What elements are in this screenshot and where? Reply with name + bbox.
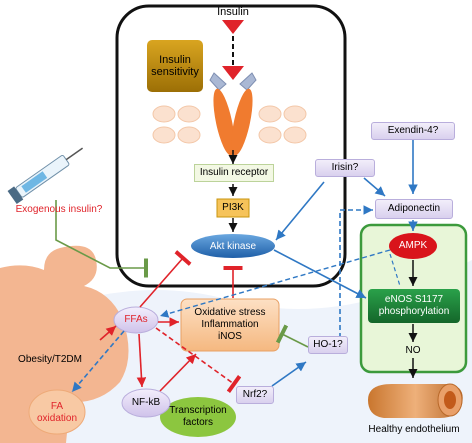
insulin-sensitivity-box: [147, 40, 203, 92]
pi3k-label: PI3K: [222, 202, 244, 213]
insulin-receptor-box: Insulin receptor: [194, 164, 274, 182]
ho1-box: HO-1?: [308, 336, 348, 354]
ampk-label: AMPK: [398, 240, 428, 251]
no-label: NO: [405, 345, 421, 356]
enos-box: [368, 289, 460, 323]
exendin-box: Exendin-4?: [371, 122, 455, 140]
pi3k-box: [216, 198, 250, 218]
syringe-image: [7, 147, 84, 205]
obese-person-silhouette: [0, 245, 129, 443]
oxidative-stress-label: Oxidative stress Inflammation iNOS: [194, 307, 266, 342]
exogenous-insulin-label: Exogenous insulin?: [15, 204, 103, 215]
ampk-ellipse: [389, 233, 437, 259]
adiponectin-box: Adiponectin: [375, 199, 453, 219]
nfkb-ellipse: [121, 388, 171, 418]
healthy-endothelium-label: Healthy endothelium: [368, 424, 460, 435]
ffas-ellipse: [113, 306, 159, 334]
enos-label: eNOS S1177 phosphorylation: [378, 294, 450, 317]
irisin-box: Irisin?: [315, 159, 375, 177]
insulin-sensitivity-text: Insulin sensitivity: [151, 54, 199, 78]
blood-vessel: [368, 383, 463, 418]
nrf2-box: Nrf2?: [236, 386, 274, 404]
akt-kinase-ellipse: [191, 234, 275, 258]
ffas-label: FFAs: [124, 314, 148, 325]
obesity-label: Obesity/T2DM: [18, 354, 82, 365]
fa-oxidation-label: FA oxidation: [36, 401, 78, 424]
nfkb-label: NF-kB: [131, 397, 161, 408]
insulin-triangle-bound: [222, 66, 244, 80]
insulin-label: Insulin: [217, 6, 249, 18]
lipid-bilayer: [152, 105, 307, 144]
insulin-receptor-protein: [209, 72, 257, 156]
transcription-factors-ellipse: [160, 397, 236, 437]
transcription-factors-label: Transcription factors: [169, 405, 227, 428]
akt-label: Akt kinase: [209, 240, 257, 252]
fa-oxidation-ellipse: [28, 389, 86, 435]
insulin-triangle-top: [222, 20, 244, 34]
